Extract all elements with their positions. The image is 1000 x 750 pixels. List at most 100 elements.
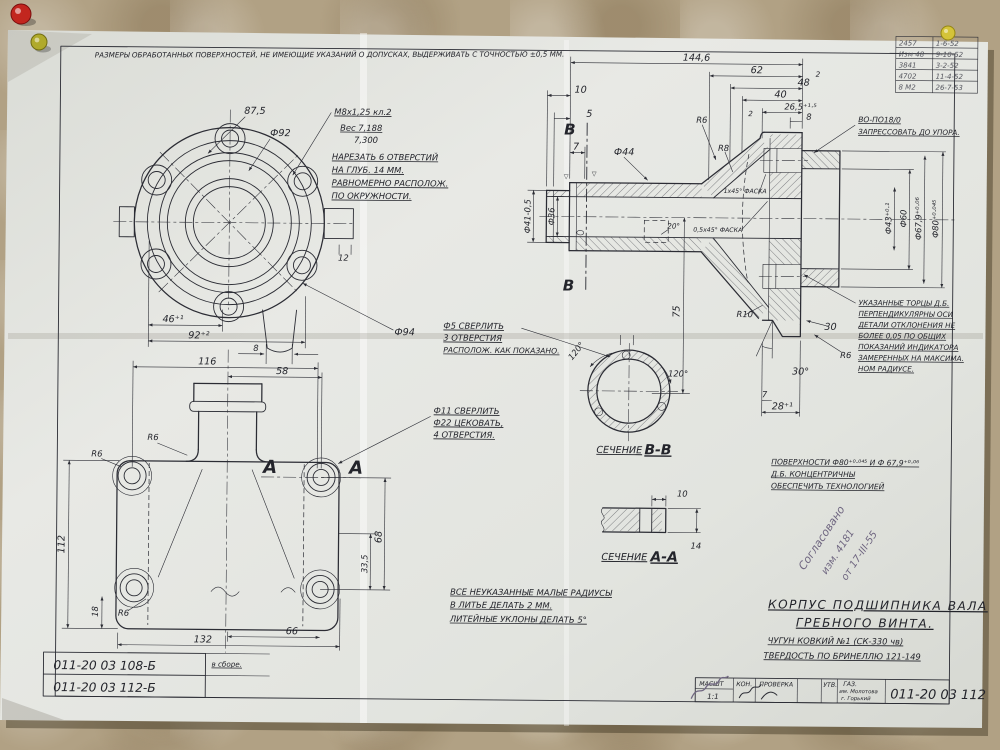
note-line: ДЕТАЛИ ОТКЛОНЕНИЯ НЕ — [857, 320, 955, 330]
radius-label: R8 — [718, 143, 729, 153]
note-line: НАРЕЗАТЬ 6 ОТВЕРСТИЙ — [332, 151, 439, 163]
chamfer-label: 0,5х45° ФАСКА — [693, 226, 742, 234]
dim-7b: 7 — [762, 389, 768, 399]
dim-66: 66 — [286, 626, 298, 637]
dim-f60: Ф60 — [898, 210, 908, 228]
fold-crease-vertical-2 — [564, 40, 569, 726]
pushpins — [10, 3, 956, 53]
red-pushpin — [10, 3, 32, 25]
signature-squiggle — [690, 675, 729, 699]
rev-cell: 8 М2 — [898, 83, 916, 91]
thread-note: М8х1,25 кл.2 Вес 7,188 7,300 НАРЕЗАТЬ 6 … — [332, 107, 449, 202]
dim-2: 2 — [816, 70, 821, 79]
part-title-line1: КОРПУС ПОДШИПНИКА ВАЛА — [768, 597, 988, 613]
dim-112: 112 — [56, 535, 67, 553]
chamfer-label: 1х45° ФАСКА — [724, 187, 767, 195]
note-line: РАВНОМЕРНО РАСПОЛОЖ. — [332, 178, 449, 189]
dim-10: 10 — [677, 489, 688, 499]
dim-20deg: 20° — [667, 221, 680, 230]
yellow-pushpin — [940, 25, 956, 41]
note-line: Ф22 ЦЕКОВАТЬ, — [434, 417, 504, 428]
note-line: ЛИТЕЙНЫЕ УКЛОНЫ ДЕЛАТЬ 5° — [449, 613, 587, 625]
corner-fold-shade — [8, 30, 92, 82]
factory-line: ГАЗ. — [843, 681, 857, 688]
rev-cell: 3-2-52 — [936, 62, 959, 70]
revision-table: 2457 1-6-52 Изм 48 9-10-52 3841 3-2-52 4… — [895, 36, 979, 94]
dim-f94: Ф94 — [394, 327, 415, 338]
dim-68: 68 — [374, 531, 385, 543]
section-bb-caption: СЕЧЕНИЕ — [596, 445, 643, 456]
rev-cell: 26-7-53 — [935, 84, 962, 92]
dim-144-6: 144,6 — [683, 53, 711, 64]
section-aa-name: А-А — [649, 549, 678, 565]
dim-132: 132 — [194, 634, 212, 645]
material-spec: ЧУГУН КОВКИЙ №1 (СК-330 чв) — [768, 634, 904, 646]
casting-note: ВСЕ НЕУКАЗАННЫЕ МАЛЫЕ РАДИУСЫ В ЛИТЬЕ ДЕ… — [449, 587, 613, 625]
dim-40: 40 — [774, 89, 786, 100]
rev-cell: 4702 — [899, 72, 917, 80]
rev-cell: 9-10-52 — [936, 51, 964, 59]
drawing-ink: РАЗМЕРЫ ОБРАБОТАННЫХ ПОВЕРХНОСТЕЙ, НЕ ИМ… — [42, 36, 988, 705]
part-title-line2: ГРЕБНОГО ВИНТА. — [796, 616, 934, 631]
note-line: УКАЗАННЫЕ ТОРЦЫ Д.Б. — [859, 298, 950, 308]
stamp-col: КОН. — [736, 681, 752, 688]
dim-46: 46⁺¹ — [162, 314, 183, 325]
note-line: ПОКАЗАНИЙ ИНДИКАТОРА — [858, 342, 958, 352]
note-line: ОБЕСПЕЧИТЬ ТЕХНОЛОГИЕЙ — [771, 481, 885, 491]
dim-48: 48 — [798, 78, 810, 89]
dim-5: 5 — [586, 109, 592, 120]
note-line: Вес 7,188 — [340, 123, 382, 133]
dim-116: 116 — [198, 356, 216, 367]
note-line: РАСПОЛОЖ. КАК ПОКАЗАНО. — [443, 346, 559, 356]
rev-cell: 1-6-52 — [936, 40, 959, 48]
note-line: ЗАМЕРЕННЫХ НА МАКСИМА. — [858, 353, 964, 363]
note-line: М8х1,25 кл.2 — [334, 107, 391, 117]
rev-cell: 3841 — [899, 61, 917, 69]
dim-f43: Ф43⁺⁰·¹ — [883, 203, 893, 235]
radius-label: R6 — [118, 608, 129, 618]
note-line: ВО-ПО18/0 — [858, 115, 901, 124]
radius-label: R6 — [91, 448, 102, 458]
dim-f44: Ф44 — [614, 147, 635, 158]
factory-line: г. Горький — [841, 696, 871, 702]
dim-58: 58 — [276, 366, 288, 377]
corner-fold-shade-2 — [2, 698, 64, 720]
dim-8: 8 — [806, 112, 811, 122]
section-bb-linework — [579, 335, 678, 442]
fold-crease-horizontal — [8, 333, 983, 339]
finish-mark: ▽ — [564, 174, 569, 181]
finish-mark: ▽ — [592, 171, 597, 178]
note-line: ПЕРПЕНДИКУЛЯРНЫ ОСИ — [859, 309, 954, 319]
note-line: ВСЕ НЕУКАЗАННЫЕ МАЛЫЕ РАДИУСЫ — [450, 587, 613, 598]
fold-crease-vertical — [360, 33, 367, 723]
perpendicularity-note: УКАЗАННЫЕ ТОРЦЫ Д.Б. ПЕРПЕНДИКУЛЯРНЫ ОСИ… — [857, 298, 964, 373]
dim-12: 12 — [338, 253, 349, 263]
concentricity-note: ПОВЕРХНОСТИ Ф80⁺⁰·⁰⁴⁵ И Ф 67,9⁺⁰·⁰⁶ Д.Б.… — [770, 457, 919, 491]
dim-f36: Ф36 — [546, 207, 556, 225]
radius-label: R10 — [736, 309, 753, 319]
factory-line: им. Молотова — [839, 689, 878, 695]
dim-f80: Ф80⁺⁰·⁰⁴⁵ — [930, 200, 940, 238]
dim-92: 92⁺² — [188, 330, 209, 341]
dim-2: 2 — [748, 109, 753, 118]
front-view-linework — [113, 109, 394, 353]
section-marker-a: А — [261, 457, 277, 478]
olive-pushpin — [30, 33, 48, 51]
note-line: НОМ РАДИУСЕ. — [858, 364, 914, 373]
dim-f41: Ф41-0,5 — [522, 199, 532, 233]
section-bb-name: В-В — [644, 442, 671, 458]
part-number-detail: 011-20 03 112-Б — [53, 680, 156, 695]
rev-cell: 2457 — [899, 39, 917, 47]
radius-label: R6 — [840, 350, 851, 360]
dim-62: 62 — [751, 65, 763, 76]
section-aa-linework — [601, 495, 701, 534]
section-marker-b: В — [563, 277, 575, 295]
part-number-assembly: 011-20 03 108-Б — [53, 658, 156, 673]
section-marker-b: В — [564, 121, 576, 139]
left-lug — [118, 206, 135, 238]
drawing-frame — [54, 45, 956, 705]
dim-f67-9: Ф67,9⁺⁰·⁰⁶ — [913, 196, 923, 240]
dim-30: 30 — [824, 322, 836, 333]
dim-8: 8 — [253, 343, 258, 353]
